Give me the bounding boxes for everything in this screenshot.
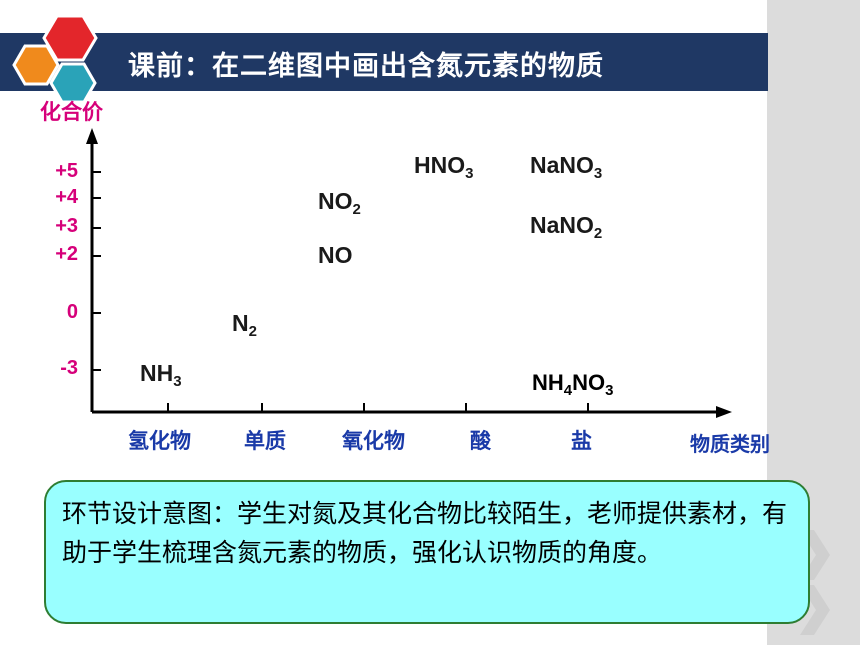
formula-subscript: 4: [563, 382, 573, 399]
formula-text: NO: [318, 242, 353, 268]
y-tick-label: +2: [55, 243, 78, 265]
y-tick-label: +3: [55, 215, 78, 237]
x-category-label: 酸: [470, 429, 491, 453]
y-tick-label: +4: [55, 186, 78, 208]
formula-text: N: [232, 310, 249, 336]
formula-text: NO: [572, 370, 606, 395]
x-category-label: 盐: [571, 429, 592, 453]
formula-subscript: 2: [593, 225, 603, 242]
formula-subscript: 2: [352, 201, 361, 218]
x-category-label: 单质: [244, 429, 286, 453]
x-category-label: 氢化物: [128, 429, 191, 453]
chart-axes: [86, 128, 732, 418]
formula-subscript: 3: [593, 165, 603, 182]
formula-hno3: HNO3: [414, 152, 473, 182]
x-axis-title: 物质类别: [690, 432, 770, 456]
design-intent-text: 环节设计意图：学生对氮及其化合物比较陌生，老师提供素材，有助于学生梳理含氮元素的…: [62, 499, 788, 567]
chevron-right-icon: [800, 530, 830, 635]
formula-text: NaNO: [530, 212, 594, 238]
y-axis-title: 化合价: [40, 100, 103, 124]
formula-nano3: NaNO3: [530, 152, 602, 182]
formula-no: NO: [318, 242, 353, 269]
formula-text: NH: [532, 370, 564, 395]
formula-text: NO: [318, 188, 353, 214]
formula-nano2: NaNO2: [530, 212, 602, 242]
formula-nh4no3: NH4NO3: [532, 370, 613, 399]
page-title: 课前：在二维图中画出含氮元素的物质: [128, 51, 604, 82]
design-intent-box: [44, 480, 810, 624]
hexagon-logo-icon: [12, 14, 98, 104]
formula-subscript: 3: [173, 373, 182, 390]
formula-n2: N2: [232, 310, 257, 340]
x-category-label: 氧化物: [342, 429, 405, 453]
formula-no2: NO2: [318, 188, 361, 218]
formula-text: NH: [140, 360, 174, 386]
y-tick-label: -3: [60, 357, 78, 379]
formula-subscript: 3: [465, 165, 474, 182]
y-tick-label: 0: [66, 301, 78, 323]
formula-nh3: NH3: [140, 360, 182, 390]
formula-subscript: 2: [248, 323, 257, 340]
formula-text: HNO: [414, 152, 466, 178]
formula-subscript: 3: [605, 382, 614, 399]
y-tick-label: +5: [55, 160, 78, 182]
title-bar: [0, 33, 768, 91]
formula-text: NaNO: [530, 152, 594, 178]
